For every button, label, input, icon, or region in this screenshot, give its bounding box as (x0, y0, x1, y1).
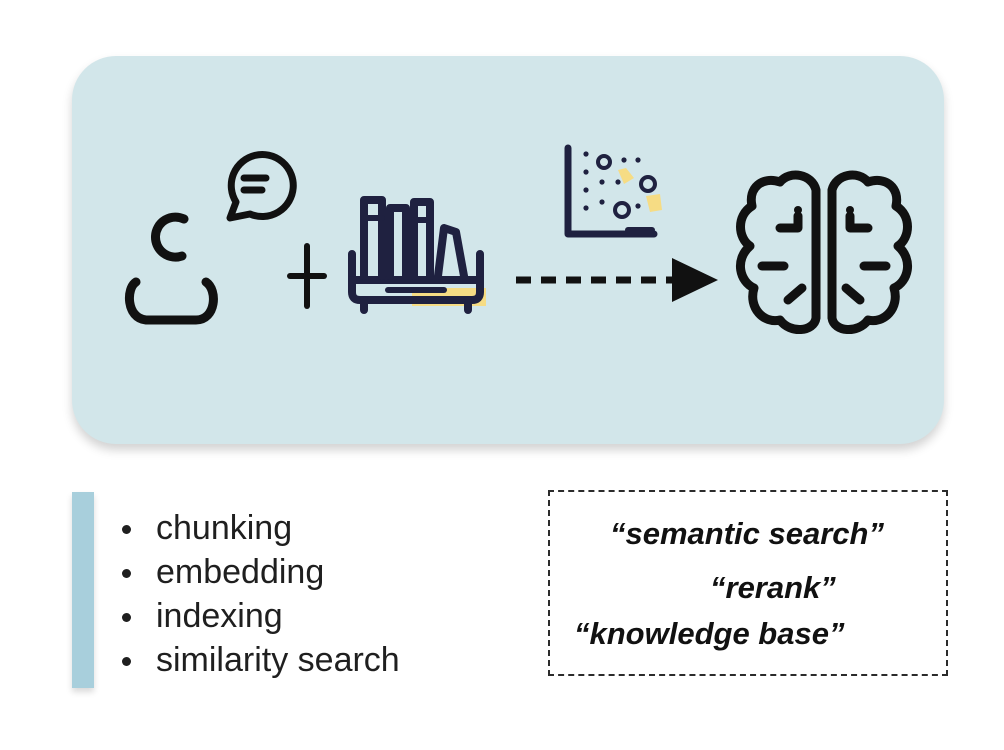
list-item: chunking (114, 506, 400, 550)
keyword-quote: “rerank” (710, 570, 836, 605)
list-item: embedding (114, 550, 400, 594)
list-item: indexing (114, 594, 400, 638)
scatter-plot-icon (564, 144, 662, 238)
keyword-quote: “knowledge base” (574, 616, 845, 651)
accent-side-bar (72, 492, 94, 688)
keywords-box: “semantic search” “rerank” “knowledge ba… (548, 490, 948, 676)
chat-bubble-icon (226, 151, 297, 222)
keyword-quote: “semantic search” (610, 516, 884, 551)
brain-icon (736, 170, 912, 334)
plus-icon (287, 243, 327, 309)
technique-list: chunking embedding indexing similarity s… (114, 506, 400, 682)
user-icon (124, 212, 218, 325)
books-icon (348, 196, 486, 314)
list-item: similarity search (114, 638, 400, 682)
pipeline-illustration (124, 144, 912, 334)
rag-pipeline-panel (72, 56, 944, 444)
dashed-arrow-icon (516, 258, 718, 302)
